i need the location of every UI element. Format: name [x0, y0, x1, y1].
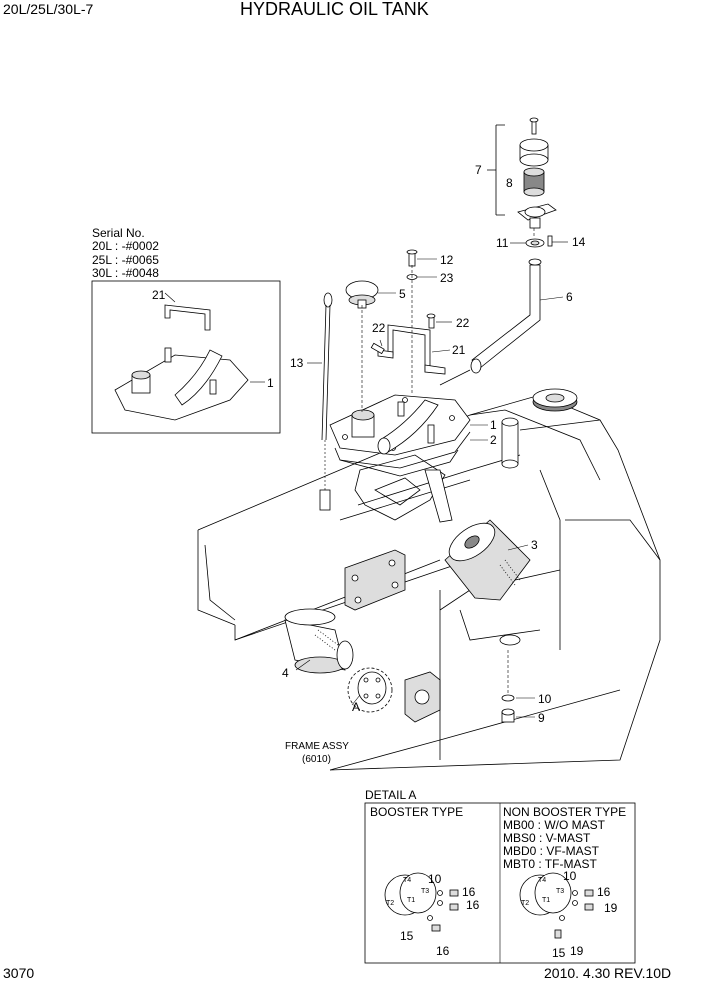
serial-heading: Serial No.	[92, 226, 145, 240]
non-booster-line-1: MB00 : W/O MAST	[503, 818, 606, 832]
port-mark-t4: T4	[403, 877, 412, 884]
callout-14: 14	[572, 235, 586, 249]
callout-A: A	[352, 700, 361, 714]
page-number: 3070	[3, 965, 35, 981]
cover-bolt	[406, 249, 418, 267]
serial-line-30l: 30L : -#0048	[92, 266, 159, 280]
detail-table	[364, 802, 636, 964]
booster-callout-10: 10	[428, 872, 442, 886]
callout-5: 5	[399, 287, 406, 301]
suction-strainer	[444, 519, 531, 601]
nb-port-mark-t2: T2	[521, 900, 530, 907]
dipstick	[319, 292, 333, 511]
callout-22-b: 22	[372, 321, 386, 335]
callout-6: 6	[566, 290, 573, 304]
callout-3: 3	[531, 538, 538, 552]
model-code: 20L/25L/30L-7	[3, 1, 94, 17]
callout-1: 1	[490, 418, 497, 432]
bracket-bolt	[370, 313, 436, 355]
booster-callout-15: 15	[400, 929, 414, 943]
gasket	[354, 454, 446, 521]
non-booster-heading: NON BOOSTER TYPE	[503, 805, 627, 819]
drain-plug	[501, 708, 515, 723]
nb-callout-19b: 19	[570, 944, 584, 958]
page-title: HYDRAULIC OIL TANK	[240, 0, 429, 19]
filter-head	[347, 667, 393, 713]
serial-inset-box	[91, 280, 281, 434]
air-breather	[487, 117, 557, 248]
breather-pipe	[471, 264, 541, 369]
callout-7: 7	[475, 163, 482, 177]
nb-port-mark-t1: T1	[542, 897, 551, 904]
booster-callout-16b: 16	[466, 898, 480, 912]
port-mark-t3: T3	[421, 888, 430, 895]
drain-o-ring	[501, 694, 515, 702]
inset-callout-1: 1	[267, 376, 274, 390]
inset-callout-21: 21	[152, 288, 166, 302]
booster-callout-16c: 16	[436, 944, 450, 958]
frame-ref-line2: (6010)	[302, 754, 331, 765]
serial-line-25l: 25L : -#0065	[92, 253, 159, 267]
inset-cover-plate	[114, 304, 249, 421]
nb-callout-16: 16	[597, 885, 611, 899]
pipe-bracket	[377, 324, 446, 375]
detail-title: DETAIL A	[365, 788, 417, 802]
non-booster-line-2: MBS0 : V-MAST	[503, 831, 591, 845]
revision-date: 2010. 4.30 REV.10D	[544, 965, 672, 981]
serial-line-20l: 20L : -#0002	[92, 239, 159, 253]
tank-cover-plate	[329, 394, 471, 477]
filler-cap	[345, 280, 379, 309]
callout-22: 22	[456, 316, 470, 330]
callout-4: 4	[282, 666, 289, 680]
frame-ref-line1: FRAME ASSY	[285, 741, 349, 752]
port-mark-t2: T2	[386, 900, 395, 907]
nb-callout-10: 10	[563, 869, 577, 883]
callout-8: 8	[506, 176, 513, 190]
suction-pipe	[424, 469, 453, 523]
callout-13: 13	[290, 356, 304, 370]
port-mark-t1: T1	[407, 897, 416, 904]
nb-callout-15: 15	[552, 946, 566, 960]
callout-10: 10	[538, 692, 552, 706]
nb-callout-19a: 19	[604, 901, 618, 915]
booster-callout-16a: 16	[462, 885, 476, 899]
callout-11: 11	[496, 236, 509, 250]
frame-body	[197, 388, 661, 771]
non-booster-line-4: MBT0 : TF-MAST	[503, 857, 597, 871]
callout-21: 21	[452, 343, 466, 357]
booster-heading: BOOSTER TYPE	[370, 805, 464, 819]
nb-port-mark-t3: T3	[556, 888, 565, 895]
leader-lines	[164, 241, 568, 718]
callout-2: 2	[490, 433, 497, 447]
non-booster-line-3: MBD0 : VF-MAST	[503, 844, 600, 858]
callout-9: 9	[538, 711, 545, 725]
nb-port-mark-t4: T4	[538, 877, 547, 884]
callout-23: 23	[440, 271, 454, 285]
return-filter	[284, 608, 354, 674]
callout-12: 12	[440, 253, 454, 267]
